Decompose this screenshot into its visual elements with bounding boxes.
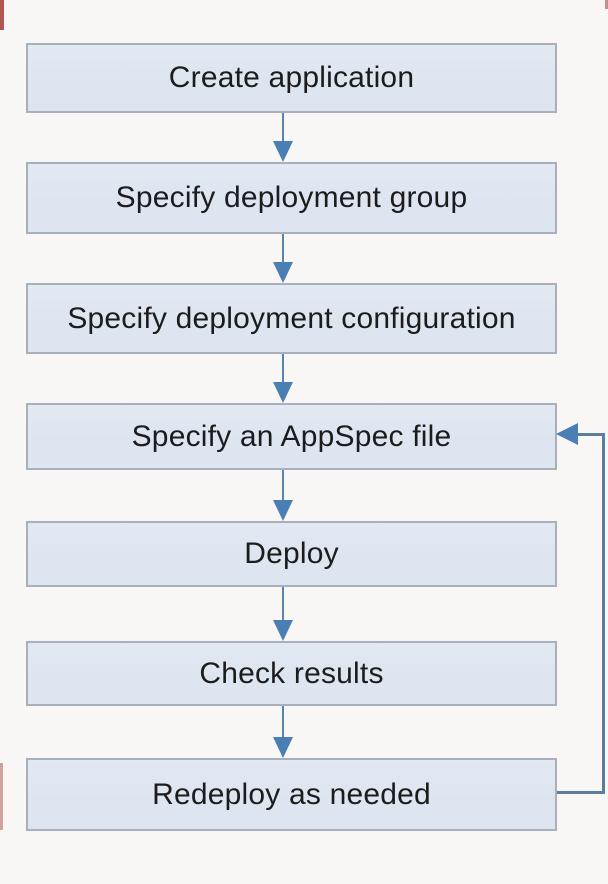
- down-arrow-icon: [273, 706, 293, 758]
- arrow-head-icon: [273, 262, 293, 283]
- feedback-loop-right-segment: [602, 433, 605, 794]
- arrow-head-icon: [273, 737, 293, 758]
- flow-node-label: Specify deployment group: [115, 181, 468, 214]
- flow-node-redeploy-as-needed: Redeploy as needed: [26, 758, 557, 831]
- feedback-loop-top-segment: [575, 433, 605, 436]
- red-edge-artifact-top-right: [605, 0, 608, 9]
- flow-node-label: Specify deployment configuration: [67, 301, 516, 335]
- red-edge-artifact-top-left: [0, 0, 4, 30]
- flow-node-specify-deployment-configuration: Specify deployment configuration: [26, 283, 557, 354]
- flow-node-deploy: Deploy: [26, 521, 557, 587]
- arrow-line: [282, 113, 284, 142]
- arrow-head-icon: [273, 500, 293, 521]
- down-arrow-icon: [273, 470, 293, 521]
- flow-node-label: Create application: [168, 61, 415, 94]
- feedback-loop-bottom-segment: [557, 791, 605, 794]
- arrow-head-icon: [273, 382, 293, 403]
- arrow-line: [282, 234, 284, 263]
- flow-node-label: Redeploy as needed: [152, 777, 431, 811]
- arrow-line: [282, 706, 284, 738]
- arrow-line: [282, 470, 284, 501]
- flow-node-label: Specify an AppSpec file: [131, 419, 452, 453]
- red-edge-artifact-bottom-left: [0, 763, 3, 830]
- arrow-head-icon: [273, 141, 293, 162]
- flow-node-specify-deployment-group: Specify deployment group: [26, 162, 557, 234]
- arrow-head-icon: [273, 620, 293, 641]
- flow-node-create-application: Create application: [26, 43, 557, 113]
- down-arrow-icon: [273, 354, 293, 403]
- flow-node-label: Deploy: [244, 537, 339, 570]
- down-arrow-icon: [273, 587, 293, 641]
- arrow-line: [282, 587, 284, 621]
- flow-node-specify-an-appspec-file: Specify an AppSpec file: [26, 403, 557, 470]
- flow-node-check-results: Check results: [26, 641, 557, 706]
- down-arrow-icon: [273, 113, 293, 162]
- left-arrow-head-icon: [556, 423, 578, 445]
- arrow-line: [282, 354, 284, 383]
- down-arrow-icon: [273, 234, 293, 283]
- flow-node-label: Check results: [199, 656, 384, 690]
